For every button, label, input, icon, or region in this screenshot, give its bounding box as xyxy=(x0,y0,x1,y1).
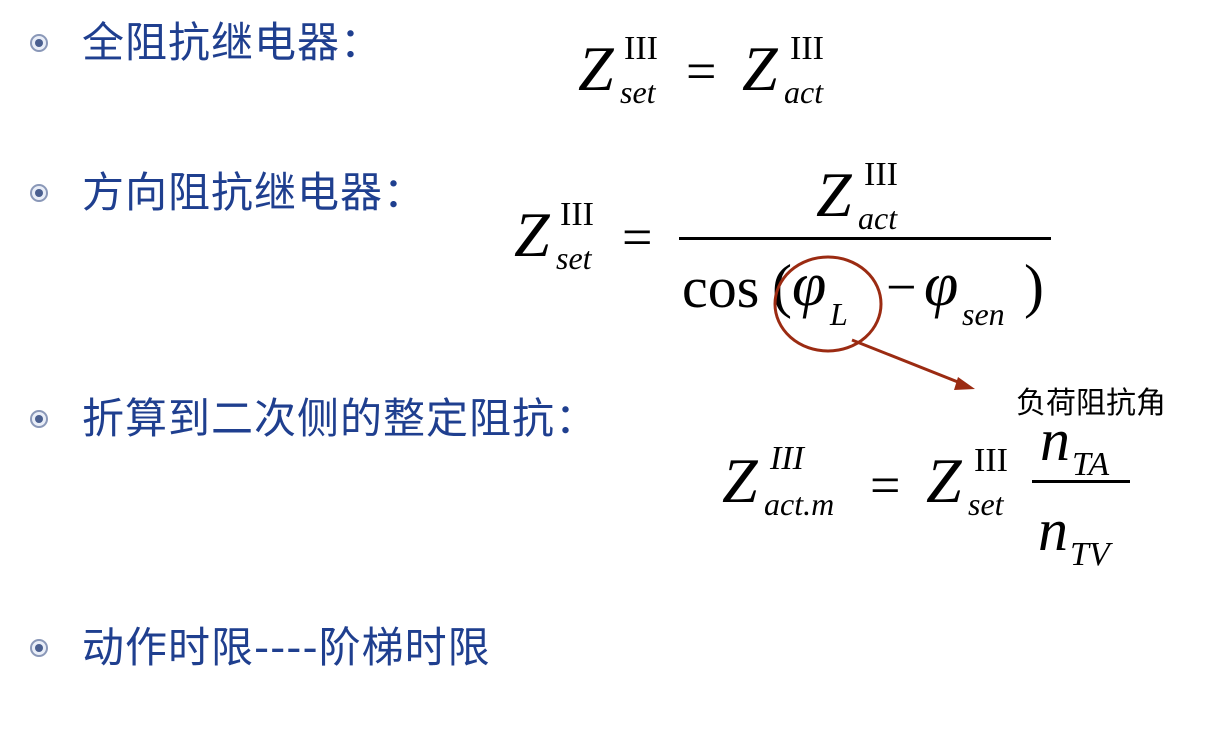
subscript-sen: sen xyxy=(962,296,1005,332)
cos-function: cos xyxy=(682,255,760,320)
subscript-act: act xyxy=(784,74,824,110)
z-symbol: Z xyxy=(722,445,758,516)
z-symbol: Z xyxy=(816,159,852,230)
minus-sign: − xyxy=(886,257,917,317)
equals-sign: = xyxy=(622,207,653,267)
arrow-line xyxy=(851,338,969,388)
arrow-head-icon xyxy=(954,377,975,390)
subscript-act: act xyxy=(858,200,898,236)
z-symbol: Z xyxy=(926,445,962,516)
z-symbol: Z xyxy=(578,33,614,104)
subscript-set: set xyxy=(620,74,656,110)
highlight-circle xyxy=(773,255,883,353)
bullet-label: 动作时限----阶梯时限 xyxy=(82,623,491,672)
bullet-icon xyxy=(30,34,48,52)
bullet-item-2: 方向阻抗继电器： xyxy=(30,172,426,214)
formula-secondary-impedance: Z III act.m = Z III set n TA n TV xyxy=(722,407,1142,583)
superscript-iii: III xyxy=(560,196,594,233)
equals-sign: = xyxy=(870,455,901,515)
bullet-label: 折算到二次侧的整定阻抗： xyxy=(82,394,599,443)
subscript-set: set xyxy=(556,240,592,276)
bullet-icon xyxy=(30,410,48,428)
right-paren: ) xyxy=(1024,253,1044,319)
n-symbol: n xyxy=(1038,497,1068,563)
bullet-item-4: 动作时限----阶梯时限 xyxy=(30,627,491,669)
subscript-act-m: act.m xyxy=(764,486,835,522)
equals-sign: = xyxy=(686,41,717,101)
bullet-item-1: 全阻抗继电器： xyxy=(30,22,383,64)
superscript-iii-italic: III xyxy=(770,440,804,477)
bullet-icon xyxy=(30,639,48,657)
subscript-tv: TV xyxy=(1070,536,1110,573)
fraction-bar xyxy=(1032,480,1130,483)
subscript-set: set xyxy=(968,486,1004,522)
formula-directional-impedance: Z III set = Z III act cos ( φ L − φ sen … xyxy=(514,156,1074,333)
superscript-iii: III xyxy=(974,442,1008,479)
superscript-iii: III xyxy=(624,30,658,67)
fraction-bar xyxy=(679,237,1051,240)
subscript-l: L xyxy=(830,296,848,332)
z-symbol: Z xyxy=(742,33,778,104)
superscript-iii: III xyxy=(864,156,898,193)
phi-symbol: φ xyxy=(792,251,827,319)
bullet-icon xyxy=(30,184,48,202)
bullet-label: 方向阻抗继电器： xyxy=(82,168,427,217)
phi-symbol: φ xyxy=(924,251,959,319)
n-symbol: n xyxy=(1040,407,1070,473)
subscript-ta: TA xyxy=(1072,446,1110,483)
bullet-label: 全阻抗继电器： xyxy=(82,18,384,67)
superscript-iii: III xyxy=(790,30,824,67)
left-paren: ( xyxy=(772,253,792,319)
formula-full-impedance: Z III set = Z III act xyxy=(578,30,848,122)
z-symbol: Z xyxy=(514,199,550,270)
bullet-item-3: 折算到二次侧的整定阻抗： xyxy=(30,398,598,440)
annotation-label: 负荷阻抗角 xyxy=(1016,386,1166,421)
